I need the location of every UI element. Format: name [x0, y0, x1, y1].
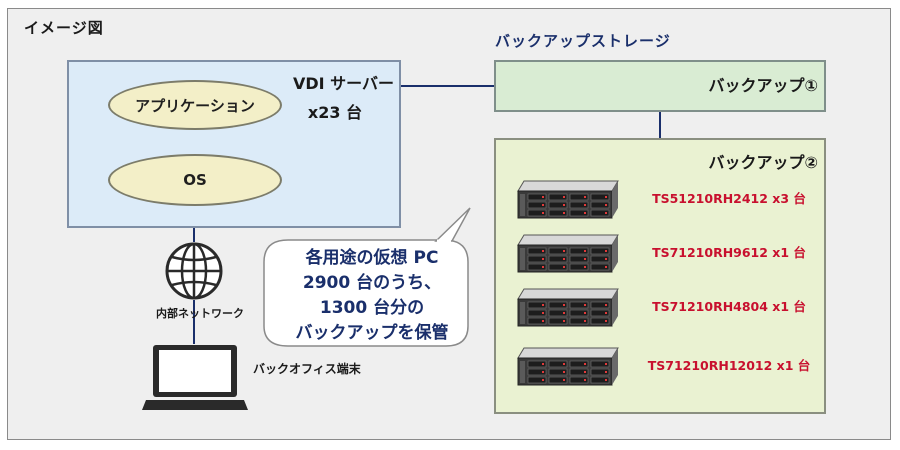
application-ellipse: アプリケーション	[108, 80, 282, 130]
callout-line-3: 1300 台分の	[319, 298, 425, 318]
nas-model-label: TS71210RH12012 x1 台	[647, 358, 811, 373]
nas-server-icon	[517, 234, 619, 273]
laptop-icon	[142, 345, 248, 410]
nas-server-icon	[517, 347, 619, 386]
backoffice-terminal-label: バックオフィス端末	[253, 362, 361, 376]
globe-icon	[165, 242, 223, 300]
callout-line-2: 2900 台のうち、	[302, 273, 442, 293]
nas-model-label: TS71210RH4804 x1 台	[652, 299, 806, 314]
nas-server-icon	[517, 288, 619, 327]
callout-text: 各用途の仮想 PC 2900 台のうち、 1300 台分の バックアップを保管	[282, 246, 462, 346]
backup1-label: バックアップ①	[708, 76, 818, 95]
os-label: OS	[183, 171, 207, 189]
os-ellipse: OS	[108, 154, 282, 206]
backup1-box	[494, 60, 826, 112]
application-label: アプリケーション	[135, 96, 255, 115]
vdi-server-title: VDI サーバー	[292, 74, 394, 93]
backup-storage-title: バックアップストレージ	[495, 32, 671, 50]
vdi-server-count: x23 台	[307, 103, 363, 122]
callout-line-4: バックアップを保管	[295, 323, 449, 343]
nas-model-label: TS51210RH2412 x3 台	[652, 191, 806, 206]
frame-title: イメージ図	[24, 19, 104, 37]
callout-line-1: 各用途の仮想 PC	[305, 248, 439, 268]
internal-network-label: 内部ネットワーク	[156, 307, 244, 320]
nas-server-icon	[517, 180, 619, 219]
nas-model-label: TS71210RH9612 x1 台	[652, 245, 806, 260]
backup2-label: バックアップ②	[708, 153, 818, 172]
